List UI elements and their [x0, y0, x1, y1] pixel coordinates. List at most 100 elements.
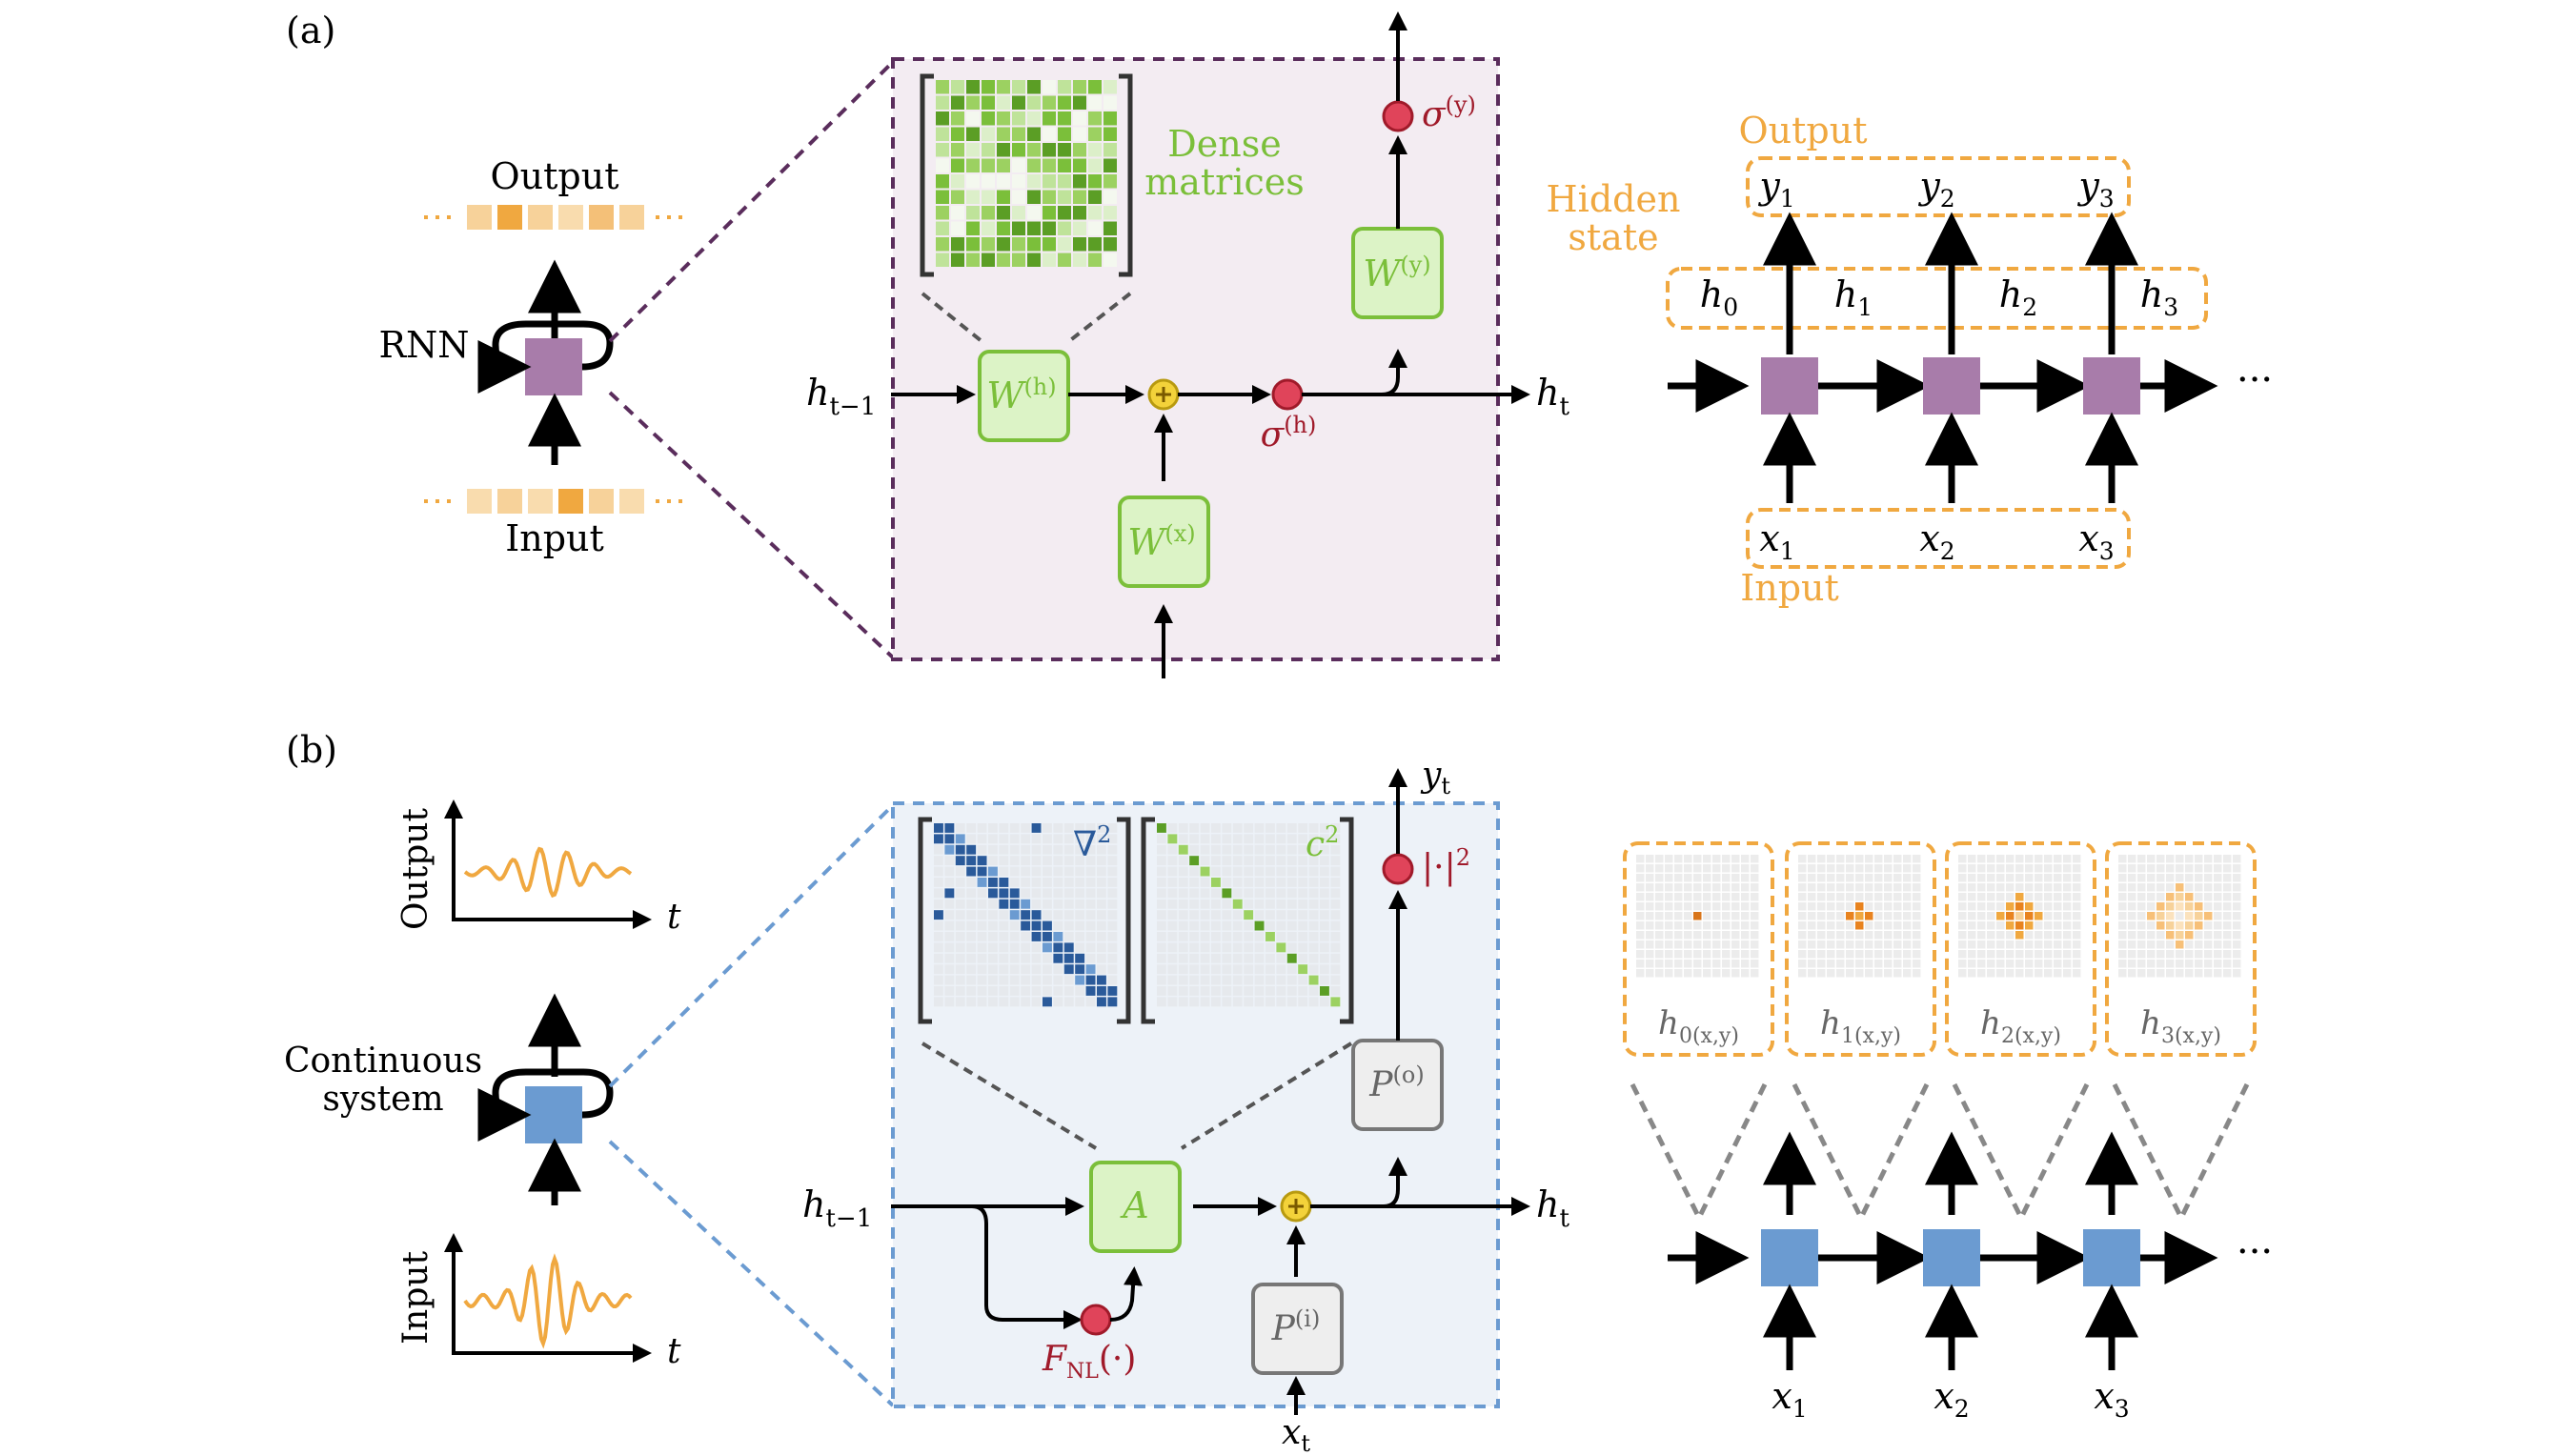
- matrix-cell: [955, 866, 965, 877]
- dense-cell: [1012, 95, 1025, 110]
- matrix-cell: [1085, 844, 1096, 855]
- matrix-cell: [1200, 986, 1210, 996]
- matrix-cell: [1157, 910, 1166, 920]
- dense-cell: [1088, 190, 1102, 204]
- matrix-cell: [1009, 953, 1020, 963]
- matrix-cell: [1298, 844, 1308, 855]
- rnn-output-vector: [467, 205, 644, 230]
- matrix-zoom-left: [921, 1041, 1098, 1150]
- matrix-cell: [1085, 997, 1096, 1007]
- matrix-cell: [944, 899, 955, 909]
- matrix-cell: [1200, 953, 1210, 963]
- unrolled-ellipsis-a: ···: [2237, 358, 2273, 402]
- matrix-cell: [1232, 964, 1243, 975]
- matrix-cell: [1222, 997, 1232, 1007]
- matrix-cell: [1085, 878, 1096, 887]
- matrix-cell: [999, 932, 1009, 941]
- matrix-cell: [1286, 953, 1297, 963]
- matrix-cell: [1189, 899, 1200, 909]
- dense-matrix-cells: [936, 80, 1117, 267]
- matrix-cell: [1043, 910, 1052, 920]
- matrix-cell: [1200, 899, 1210, 909]
- matrix-cell: [999, 834, 1009, 844]
- matrix-cell: [1200, 942, 1210, 953]
- matrix-cell: [1254, 844, 1265, 855]
- dense-cell: [1027, 158, 1041, 172]
- matrix-cell: [1085, 986, 1096, 996]
- matrix-cell: [1276, 899, 1286, 909]
- matrix-cell: [977, 899, 987, 909]
- dense-cell: [997, 206, 1010, 220]
- matrix-cell: [1298, 899, 1308, 909]
- matrix-cell: [1286, 942, 1297, 953]
- matrix-cell: [1075, 997, 1085, 1007]
- matrix-cell: [1075, 920, 1085, 931]
- matrix-cell: [1097, 953, 1106, 963]
- dense-cell: [951, 127, 964, 141]
- matrix-cell: [1107, 856, 1118, 866]
- matrix-cell: [1276, 834, 1286, 844]
- matrix-cell: [977, 932, 987, 941]
- matrix-cell: [1320, 997, 1329, 1007]
- dense-cell: [1043, 253, 1056, 267]
- matrix-cell: [934, 942, 943, 953]
- matrix-cell: [1222, 910, 1232, 920]
- dense-cell: [1027, 143, 1041, 157]
- matrix-cell: [1320, 878, 1329, 887]
- matrix-cell: [1009, 834, 1020, 844]
- matrix-cell: [1021, 844, 1031, 855]
- dense-cell: [1103, 237, 1117, 252]
- matrix-cell: [1200, 878, 1210, 887]
- matrix-cell: [1211, 942, 1221, 953]
- matrix-cell: [999, 856, 1009, 866]
- matrix-cell: [1009, 932, 1020, 941]
- dense-cell: [951, 221, 964, 235]
- unrolled-wave-cell: [1923, 1229, 1980, 1286]
- matrix-cell: [1097, 997, 1106, 1007]
- matrix-cell: [1178, 975, 1188, 985]
- matrix-cell: [1244, 932, 1254, 941]
- matrix-cell: [1085, 856, 1096, 866]
- matrix-cell: [1157, 997, 1166, 1007]
- matrix-cell: [1276, 997, 1286, 1007]
- matrix-cell: [1254, 997, 1265, 1007]
- matrix-cell: [1330, 844, 1341, 855]
- wave-input-label: Input: [396, 1250, 435, 1345]
- x-group-box: [1746, 508, 2131, 569]
- matrix-cell: [1043, 888, 1052, 899]
- matrix-cell: [1222, 953, 1232, 963]
- matrix-cell: [1211, 888, 1221, 899]
- matrix-cell: [1157, 899, 1166, 909]
- matrix-cell: [1053, 834, 1063, 844]
- dense-cell: [982, 95, 995, 110]
- matrix-cell: [1031, 878, 1042, 887]
- matrix-cell: [966, 888, 977, 899]
- matrix-cell: [1244, 975, 1254, 985]
- matrix-cell: [1330, 920, 1341, 931]
- dense-cell: [1103, 127, 1117, 141]
- matrix-cell: [977, 834, 987, 844]
- matrix-cell: [1330, 964, 1341, 975]
- matrix-cell: [1085, 920, 1096, 931]
- matrix-cell: [1222, 964, 1232, 975]
- matrix-cell: [1157, 866, 1166, 877]
- dense-cell: [966, 95, 980, 110]
- matrix-cell: [1107, 920, 1118, 931]
- dense-cell: [1103, 221, 1117, 235]
- matrix-cell: [999, 878, 1009, 887]
- matrix-cell: [955, 856, 965, 866]
- matrix-cell: [944, 920, 955, 931]
- matrix-cell: [1157, 844, 1166, 855]
- matrix-cell: [934, 834, 943, 844]
- matrix-cell: [977, 986, 987, 996]
- matrix-cell: [1075, 823, 1085, 833]
- matrix-cell: [1254, 910, 1265, 920]
- matrix-cell: [1107, 844, 1118, 855]
- matrix-cell: [1330, 942, 1341, 953]
- dense-cell: [966, 80, 980, 94]
- matrix-cell: [977, 823, 987, 833]
- matrix-cell: [1063, 878, 1074, 887]
- matrix-cell: [1009, 823, 1020, 833]
- dense-cell: [1088, 95, 1102, 110]
- matrix-cell: [1211, 910, 1221, 920]
